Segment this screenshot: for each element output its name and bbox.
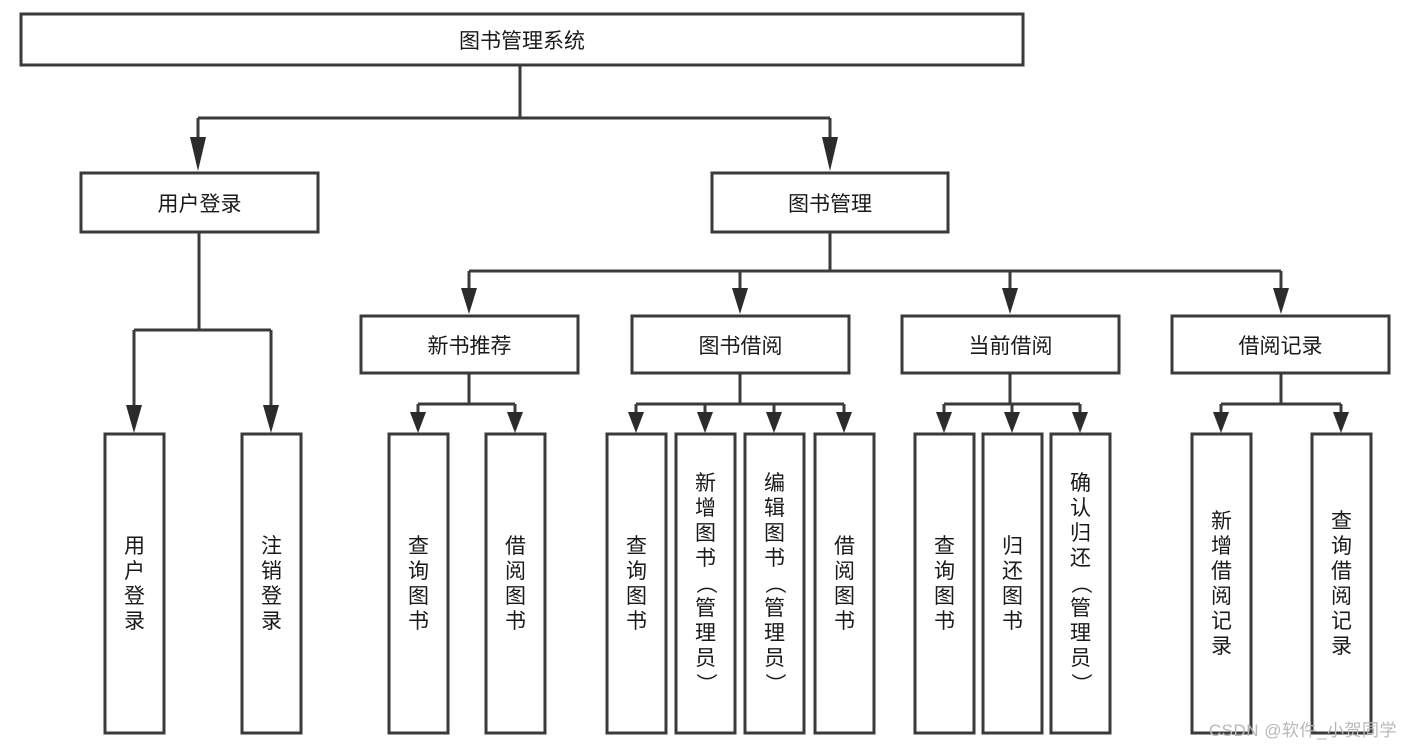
connector-group-root-to-level2 [190, 66, 838, 171]
arrow-head-icon [461, 288, 477, 314]
arrow-head-icon [836, 412, 852, 433]
arrow-head-icon [628, 412, 644, 433]
arrow-head-icon [1333, 412, 1349, 433]
arrow-head-icon [936, 412, 952, 433]
arrow-head-icon [697, 412, 713, 433]
node-box-current-borrow[interactable] [900, 314, 1121, 375]
arrow-head-icon [1072, 412, 1088, 433]
connector-group-borrowrecord-to-leaves [1213, 374, 1349, 433]
arrow-head-icon [822, 137, 838, 171]
node-box-leaf-user-login[interactable] [103, 432, 166, 735]
node-box-leaf-query-book-1[interactable] [387, 432, 450, 735]
arrow-head-icon [1213, 412, 1229, 433]
connector-group-currentborrow-to-leaves [936, 374, 1088, 433]
arrow-head-icon [190, 137, 206, 171]
arrow-head-icon [766, 412, 782, 433]
node-box-leaf-query-record[interactable] [1310, 432, 1373, 735]
node-box-leaf-add-book[interactable] [674, 432, 737, 735]
node-box-user-login[interactable] [79, 171, 320, 234]
node-box-leaf-edit-book[interactable] [743, 432, 806, 735]
arrow-head-icon [507, 412, 523, 433]
arrow-head-icon [263, 405, 279, 433]
node-box-root[interactable] [19, 12, 1025, 67]
node-box-book-manage[interactable] [710, 171, 950, 234]
node-box-leaf-add-record[interactable] [1190, 432, 1253, 735]
node-box-book-borrow[interactable] [630, 314, 851, 375]
node-box-leaf-user-logout[interactable] [240, 432, 303, 735]
arrow-head-icon [1004, 412, 1020, 433]
arrow-head-icon [732, 288, 748, 314]
connector-group-newbook-to-leaves [410, 374, 523, 433]
node-box-leaf-query-book-2[interactable] [605, 432, 668, 735]
connector-group-bookmanage-to-level3 [461, 233, 1289, 314]
arrow-head-icon [1002, 288, 1018, 314]
connector-group-bookborrow-to-leaves [628, 374, 852, 433]
connector-group-userlogin-to-leaves [126, 233, 279, 433]
node-box-leaf-confirm-return[interactable] [1049, 432, 1112, 735]
node-box-leaf-query-book-3[interactable] [913, 432, 976, 735]
node-box-leaf-borrow-book-2[interactable] [813, 432, 876, 735]
arrow-head-icon [410, 412, 426, 433]
arrow-head-icon [1273, 288, 1289, 314]
arrow-head-icon [126, 405, 142, 433]
node-box-new-book-recommend[interactable] [359, 314, 580, 375]
node-box-borrow-record[interactable] [1170, 314, 1391, 375]
node-box-leaf-return-book[interactable] [981, 432, 1044, 735]
node-box-leaf-borrow-book-1[interactable] [484, 432, 547, 735]
